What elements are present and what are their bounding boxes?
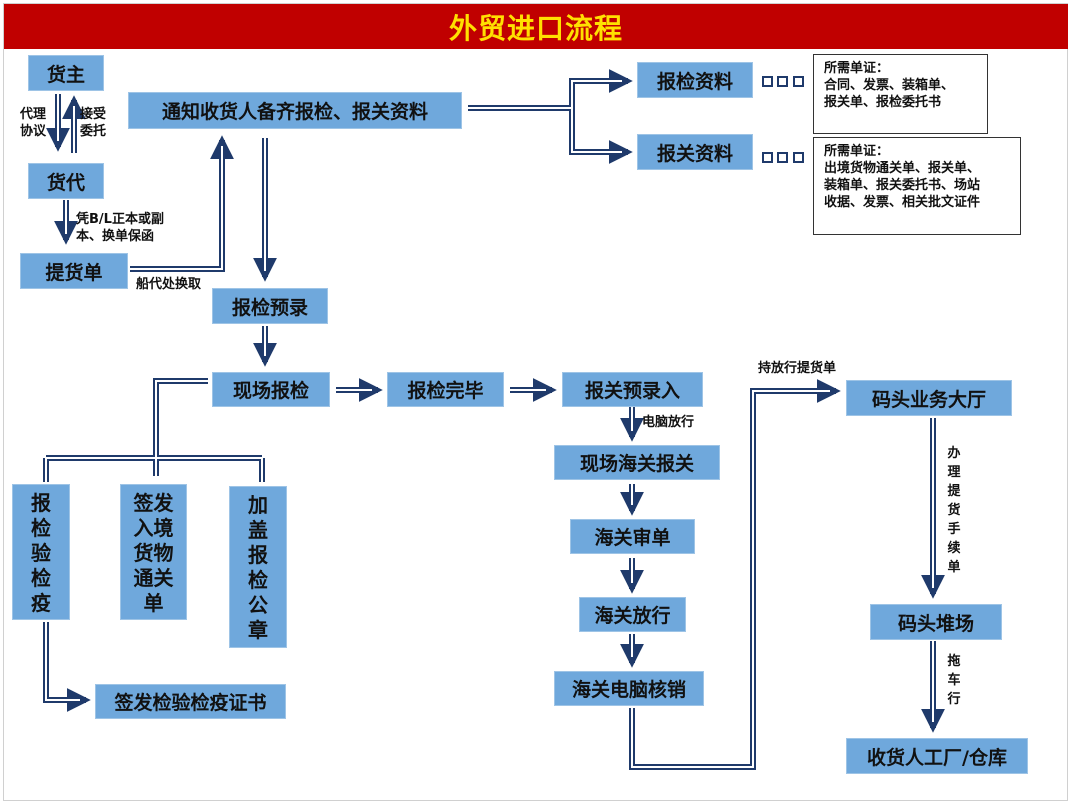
node-owner: 货主 bbox=[28, 55, 104, 91]
note-customs-docs: 所需单证： 出境货物通关单、报关单、 装箱单、报关委托书、场站 收据、发票、相关… bbox=[813, 137, 1021, 235]
note-line: 合同、发票、装箱单、 bbox=[824, 78, 955, 93]
node-inspection-done: 报检完毕 bbox=[387, 372, 504, 407]
note-line: 报关单、报检委托书 bbox=[824, 95, 942, 110]
node-onsite-inspection: 现场报检 bbox=[212, 372, 330, 407]
arrow-to-inspection-docs bbox=[569, 69, 633, 108]
label-exchange: 船代处换取 bbox=[136, 277, 202, 292]
node-delivery-order: 提货单 bbox=[20, 253, 128, 289]
title-bar: 外贸进口流程 bbox=[4, 4, 1068, 49]
ellipsis-marker bbox=[793, 76, 804, 87]
tree-from-onsite bbox=[153, 378, 208, 476]
node-customs-writeoff: 海关电脑核销 bbox=[554, 671, 704, 706]
ellipsis-marker bbox=[762, 76, 773, 87]
ellipsis-marker bbox=[793, 152, 804, 163]
label-agency: 代理协议 bbox=[20, 107, 47, 139]
ellipsis-marker bbox=[762, 152, 773, 163]
node-notify: 通知收货人备齐报检、报关资料 bbox=[128, 92, 462, 129]
arrow-do-notify bbox=[130, 135, 234, 272]
node-forwarder: 货代 bbox=[28, 163, 104, 199]
node-consignee-factory: 收货人工厂/仓库 bbox=[846, 738, 1028, 774]
label-bl: 凭B/L正本或副本、换单保函 bbox=[76, 212, 164, 244]
node-customs-docs: 报关资料 bbox=[637, 134, 753, 170]
note-line: 出境货物通关单、报关单、 bbox=[824, 161, 981, 176]
node-seal: 加盖报检公章 bbox=[229, 486, 287, 648]
label-tow: 拖车行 bbox=[947, 654, 961, 707]
node-customs-review: 海关审单 bbox=[570, 519, 695, 554]
node-inspection-preentry: 报检预录 bbox=[212, 288, 328, 324]
note-inspection-docs: 所需单证： 合同、发票、装箱单、 报关单、报检委托书 bbox=[813, 54, 988, 134]
note-head: 所需单证： bbox=[824, 61, 890, 76]
page-title: 外贸进口流程 bbox=[448, 11, 623, 45]
label-hold-release: 持放行提货单 bbox=[758, 361, 837, 376]
node-quay-yard: 码头堆场 bbox=[870, 604, 1002, 640]
node-quarantine: 报检验检疫 bbox=[12, 484, 70, 620]
arrow-quarantine-certificate bbox=[43, 622, 91, 712]
note-head: 所需单证： bbox=[824, 144, 890, 159]
note-line: 收据、发票、相关批文证件 bbox=[824, 195, 981, 210]
slide-frame bbox=[3, 3, 1068, 801]
arrow-to-customs-docs bbox=[569, 108, 633, 164]
node-inspection-docs: 报检资料 bbox=[637, 62, 753, 98]
label-accept: 接受委托 bbox=[80, 107, 107, 139]
ellipsis-marker bbox=[777, 152, 788, 163]
node-onsite-customs: 现场海关报关 bbox=[554, 445, 720, 480]
node-certificate: 签发检验检疫证书 bbox=[95, 684, 286, 719]
node-quay-hall: 码头业务大厅 bbox=[846, 380, 1012, 416]
node-customs-preentry: 报关预录入 bbox=[562, 372, 703, 407]
node-customs-release: 海关放行 bbox=[579, 597, 686, 632]
ellipsis-marker bbox=[777, 76, 788, 87]
label-handle: 办理提货手续单 bbox=[947, 446, 961, 575]
node-entry-clearance: 签发入境货物通关单 bbox=[120, 484, 187, 620]
note-line: 装箱单、报关委托书、场站 bbox=[824, 178, 981, 193]
label-computer-release: 电脑放行 bbox=[642, 415, 695, 430]
